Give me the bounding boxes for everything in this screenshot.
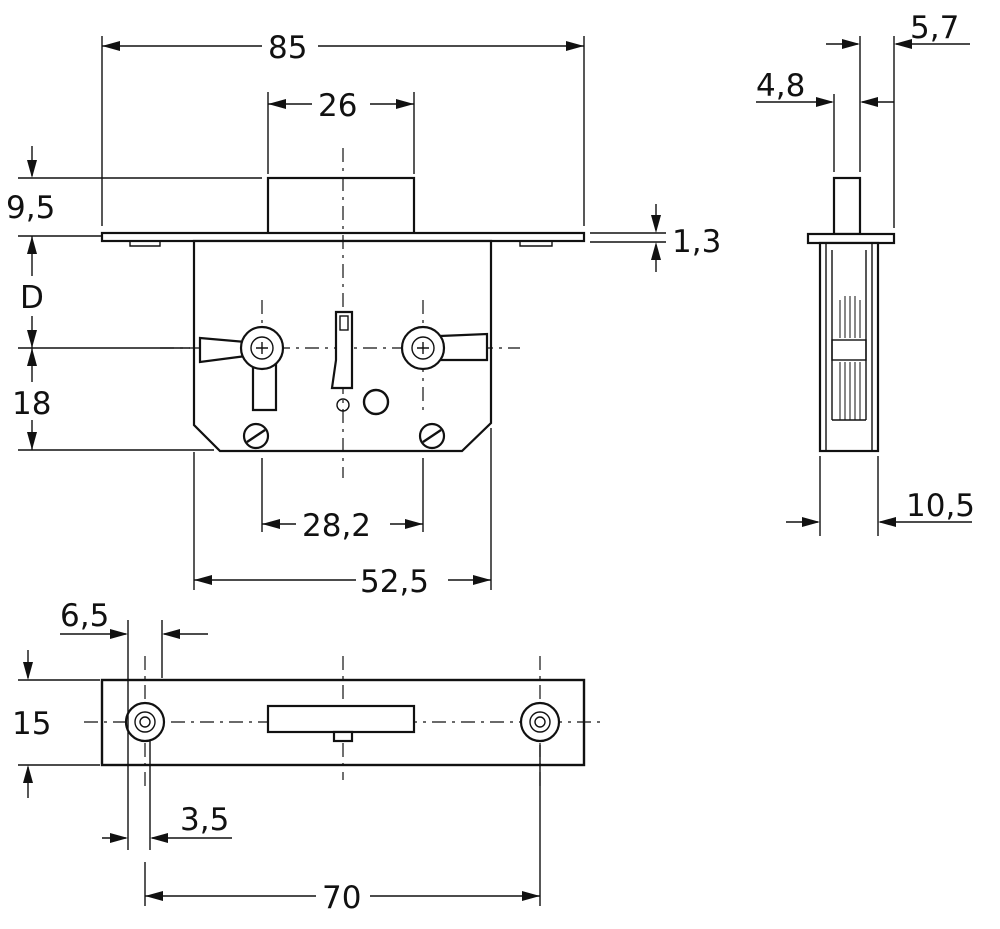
dim-9-5: 9,5 bbox=[6, 190, 55, 226]
right-lever bbox=[400, 325, 489, 371]
right-screw-hole bbox=[519, 701, 561, 743]
dim-4-8: 4,8 bbox=[756, 68, 805, 104]
bolt-top bbox=[266, 176, 416, 236]
hole-small bbox=[336, 398, 350, 412]
dim-85: 85 bbox=[268, 30, 307, 66]
left-screw-hole bbox=[124, 701, 166, 743]
dim-70: 70 bbox=[322, 880, 361, 916]
dim-18: 18 bbox=[12, 386, 51, 422]
dim-15: 15 bbox=[12, 706, 51, 742]
side-hatch bbox=[839, 296, 861, 420]
dim-D: D bbox=[20, 280, 44, 316]
hole-large bbox=[362, 388, 390, 416]
latch-blade bbox=[330, 310, 354, 390]
side-face-plate bbox=[806, 232, 896, 245]
dim-26: 26 bbox=[318, 88, 357, 124]
dim-1-3: 1,3 bbox=[672, 224, 721, 260]
dim-5-7: 5,7 bbox=[910, 10, 959, 46]
side-bolt bbox=[832, 176, 862, 236]
left-screw bbox=[242, 422, 270, 450]
left-lever bbox=[198, 325, 285, 412]
bottom-view: 6,5 15 3,5 70 bbox=[12, 598, 606, 916]
side-case bbox=[818, 241, 880, 453]
front-view: 85 26 9,5 D 18 1,3 bbox=[6, 30, 721, 600]
dim-10-5: 10,5 bbox=[906, 488, 975, 524]
right-screw bbox=[418, 422, 446, 450]
dim-52-5: 52,5 bbox=[360, 564, 429, 600]
side-view: 4,8 5,7 10,5 bbox=[756, 10, 975, 536]
dim-28-2: 28,2 bbox=[302, 508, 371, 544]
bolt-slot bbox=[266, 704, 416, 734]
dim-3-5: 3,5 bbox=[180, 802, 229, 838]
dim-6-5: 6,5 bbox=[60, 598, 109, 634]
